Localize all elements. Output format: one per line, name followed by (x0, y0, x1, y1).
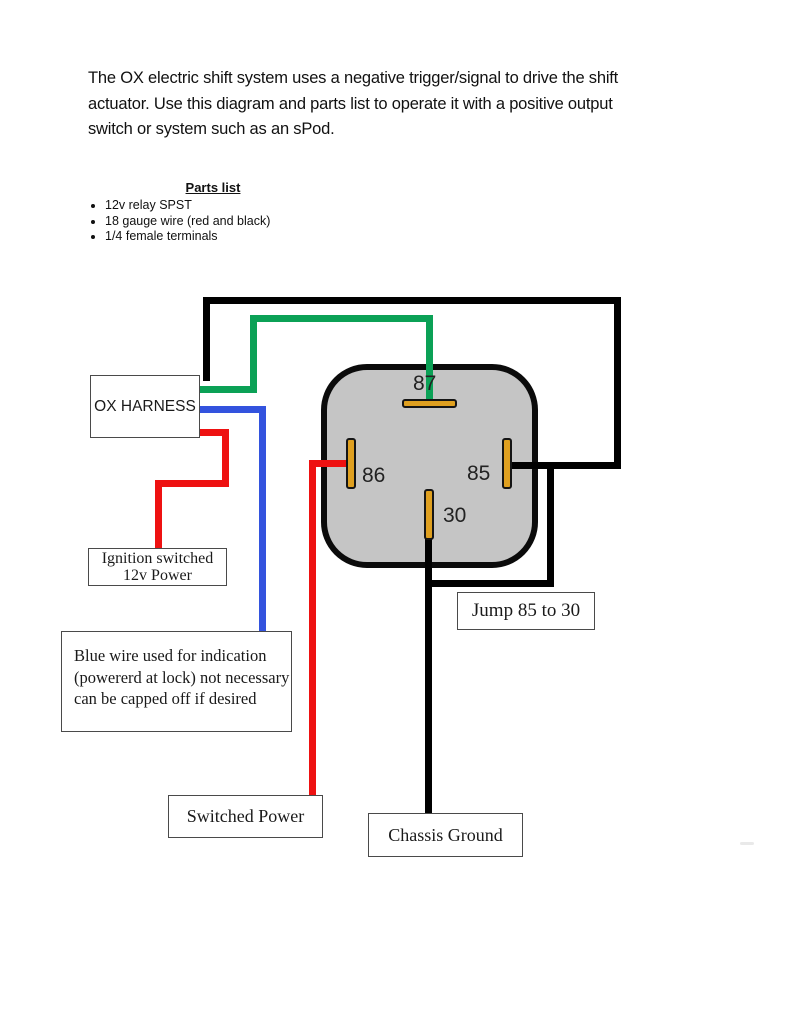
blue-wire-note-line-2: (powererd at lock) not necessary (74, 667, 290, 687)
wire-segment (200, 406, 266, 413)
wire-segment (155, 480, 229, 487)
chassis-ground-box: Chassis Ground (368, 813, 523, 857)
relay-terminal-87 (402, 399, 457, 408)
wire-segment (200, 429, 229, 436)
intro-line-1: The OX electric shift system uses a nega… (88, 69, 619, 87)
ignition-power-box: Ignition switched 12v Power (88, 548, 227, 586)
wire-segment (250, 315, 257, 393)
parts-list-item-wire: 18 gauge wire (red and black) (105, 214, 348, 230)
relay-terminal-85 (502, 438, 512, 489)
parts-list-item-relay: 12v relay SPST (105, 198, 348, 214)
wire-segment (428, 580, 554, 587)
relay-terminal-87-label: 87 (413, 372, 437, 395)
ox-harness-box: OX HARNESS (90, 375, 200, 438)
wire-segment (309, 460, 316, 797)
blue-wire-note-box: Blue wire used for indication (powererd … (61, 631, 292, 732)
wire-segment (509, 462, 621, 469)
ox-harness-label: OX HARNESS (94, 397, 196, 415)
parts-list-title: Parts list (185, 180, 241, 195)
wire-segment (309, 460, 348, 467)
jump-85-to-30-box: Jump 85 to 30 (457, 592, 595, 630)
blue-wire-note-line-1: Blue wire used for indication (74, 646, 267, 665)
wire-segment (222, 429, 229, 487)
wire-segment (259, 406, 266, 633)
intro-paragraph: The OX electric shift system uses a nega… (88, 66, 618, 143)
blue-wire-note-line-3: can be capped off if desired (74, 689, 257, 708)
wire-segment (200, 386, 257, 393)
relay-terminal-86 (346, 438, 356, 489)
wire-segment (614, 297, 621, 469)
wire-segment (203, 297, 621, 304)
wire-segment (547, 462, 554, 587)
wire-segment (426, 315, 433, 402)
jump-85-to-30-label: Jump 85 to 30 (471, 600, 581, 621)
scan-artifact (740, 842, 754, 845)
intro-line-2: actuator. Use this diagram and parts lis… (88, 94, 613, 113)
parts-list-items: 12v relay SPST 18 gauge wire (red and bl… (88, 198, 348, 245)
switched-power-label: Switched Power (186, 806, 305, 826)
switched-power-box: Switched Power (168, 795, 323, 838)
relay-terminal-86-label: 86 (362, 464, 386, 487)
ignition-power-line-1: Ignition switched (101, 549, 214, 567)
wire-segment (425, 538, 432, 815)
chassis-ground-label: Chassis Ground (388, 824, 503, 845)
wire-segment (155, 480, 162, 550)
parts-list: Parts list 12v relay SPST 18 gauge wire … (88, 180, 348, 245)
relay-terminal-30-label: 30 (443, 504, 467, 527)
relay-terminal-30 (424, 489, 434, 540)
intro-line-3: switch or system such as an sPod. (88, 120, 335, 138)
wire-segment (250, 315, 433, 322)
parts-list-item-terminals: 1/4 female terminals (105, 229, 348, 245)
wire-segment (203, 297, 210, 381)
relay-terminal-85-label: 85 (467, 462, 491, 485)
ignition-power-line-2: 12v Power (123, 567, 192, 584)
